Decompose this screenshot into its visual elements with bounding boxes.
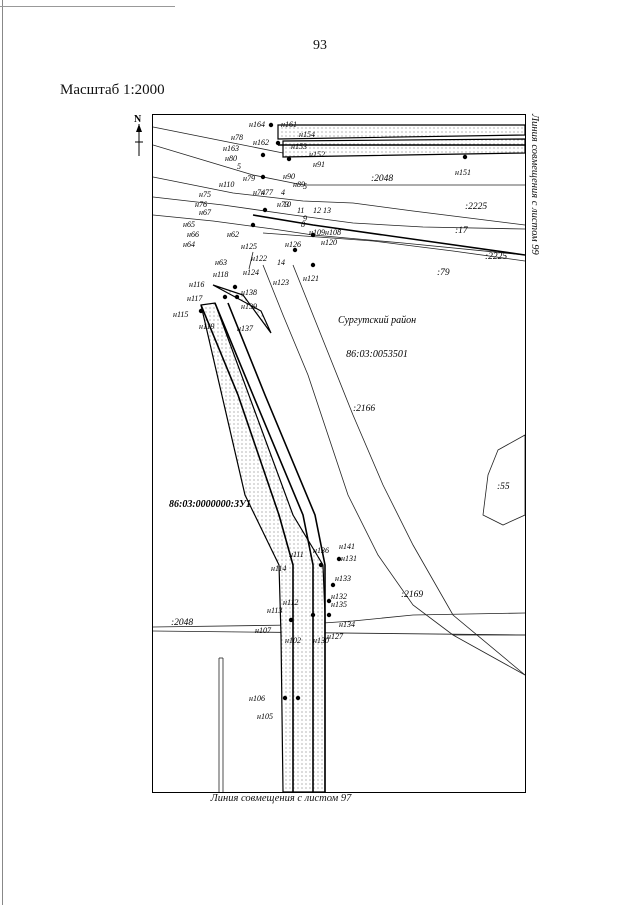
point-label: н154 — [299, 130, 315, 139]
parcel-ref: :2225 — [485, 252, 507, 262]
point-label: н153 — [291, 142, 307, 151]
point-label: н131 — [341, 554, 357, 563]
point-label: н127 — [327, 632, 344, 641]
point-label: н138 — [241, 288, 257, 297]
point-label: н77 — [261, 188, 274, 197]
point-label: н123 — [273, 278, 289, 287]
point-label: н162 — [253, 138, 269, 147]
point-label: н124 — [243, 268, 259, 277]
parcel-ref: :2225 — [465, 202, 487, 212]
parcel-ref: :2166 — [353, 404, 375, 414]
region-label: Сургутский район — [338, 315, 416, 326]
point-label: н136 — [313, 546, 329, 555]
point-label: н134 — [339, 620, 355, 629]
point-label: н65 — [183, 220, 195, 229]
point-label: н133 — [335, 574, 351, 583]
parcel-ref: :17 — [455, 226, 469, 236]
point-label: 13 — [323, 206, 331, 215]
corridor-lines — [200, 144, 525, 792]
parcel-ref: :2169 — [401, 590, 423, 600]
page-edge-line — [2, 0, 3, 905]
point-label: н102 — [285, 636, 301, 645]
point-label: н116 — [189, 280, 204, 289]
point-label: н121 — [303, 274, 319, 283]
point-label: н115 — [173, 310, 188, 319]
point-label: н110 — [219, 180, 234, 189]
point-label: н111 — [289, 550, 304, 559]
parcel-ref: :55 — [497, 482, 510, 492]
point-label: н161 — [281, 120, 297, 129]
point-label: н126 — [285, 240, 301, 249]
point-label: н79 — [243, 174, 255, 183]
point-label: н78 — [231, 133, 243, 142]
point-label: н163 — [223, 144, 239, 153]
point-label: н76 — [195, 200, 207, 209]
point-label: н80 — [225, 154, 237, 163]
point-label: н107 — [255, 626, 272, 635]
sheet-join-right-text: Линия совмещения с листом 99 — [529, 114, 540, 255]
point-label: н74 — [253, 188, 265, 197]
point-label: н91 — [313, 160, 325, 169]
point-label: н90 — [283, 172, 295, 181]
parcel-ref: :79 — [437, 268, 450, 278]
north-label: N — [134, 114, 142, 125]
sheet-join-bottom: Линия совмещения с листом 97 — [210, 793, 352, 804]
point-label: н63 — [215, 258, 227, 267]
point-label: н105 — [257, 712, 273, 721]
point-label: н139 — [241, 302, 257, 311]
point-label: н64 — [183, 240, 195, 249]
page-number: 93 — [313, 38, 327, 53]
point-label: н109 — [309, 228, 325, 237]
north-arrow-icon: N — [134, 114, 143, 156]
parcel-refs: :2048 :2225 :17 :2225 :79 :2166 :55 :216… — [171, 174, 510, 628]
scale-label: Масштаб 1:2000 — [60, 82, 165, 98]
point-label: н113 — [267, 606, 282, 615]
point-label: н108 — [325, 228, 341, 237]
point-label: 4 — [281, 188, 285, 197]
map-frame: Сургутский район 86:03:0053501 86:03:000… — [152, 114, 526, 793]
point-label: 11 — [297, 206, 304, 215]
cadastral-block-label: 86:03:0053501 — [346, 349, 408, 360]
point-label: н152 — [309, 150, 325, 159]
sheet-join-right: Линия совмещения с листом 99 — [529, 114, 540, 264]
point-label: н67 — [199, 208, 212, 217]
point-label: 8 — [301, 220, 305, 229]
point-label: 5 — [303, 182, 307, 191]
point-label: н119 — [199, 322, 214, 331]
survey-points — [198, 122, 468, 701]
parcel-label: 86:03:0000000:ЗУ1 — [169, 499, 251, 510]
point-label: н62 — [227, 230, 239, 239]
point-label: н75 — [199, 190, 211, 199]
point-label: 14 — [277, 258, 285, 267]
point-label: н137 — [237, 324, 254, 333]
point-label: н130 — [313, 636, 329, 645]
point-label: н112 — [283, 598, 298, 607]
point-label: н118 — [213, 270, 228, 279]
point-label: н120 — [321, 238, 337, 247]
point-label: н135 — [331, 600, 347, 609]
point-label: н66 — [187, 230, 199, 239]
point-label: 9 — [303, 214, 307, 223]
point-label: н125 — [241, 242, 257, 251]
point-label: н132 — [331, 592, 347, 601]
point-label: 5 — [237, 162, 241, 171]
top-edge-line — [0, 6, 175, 7]
point-label: 10 — [283, 200, 291, 209]
parcel-boundaries — [153, 126, 525, 792]
point-label: н141 — [339, 542, 355, 551]
point-label: н89 — [293, 180, 305, 189]
point-label: н106 — [249, 694, 265, 703]
point-label: н117 — [187, 294, 203, 303]
point-label: н151 — [455, 168, 471, 177]
point-label: н164 — [249, 120, 265, 129]
point-labels: н164 н161 н78 н162 н154 н163 н153 н80 н152 5 н91 н7… — [173, 120, 471, 721]
point-label: н114 — [271, 564, 286, 573]
cadastral-map: Сургутский район 86:03:0053501 86:03:000… — [153, 120, 525, 792]
point-label: н73 — [277, 200, 289, 209]
corridor-strips — [200, 124, 525, 792]
point-label: 12 — [313, 206, 321, 215]
parcel-ref: :2048 — [171, 618, 193, 628]
parcel-ref: :2048 — [371, 174, 393, 184]
point-label: н122 — [251, 254, 267, 263]
